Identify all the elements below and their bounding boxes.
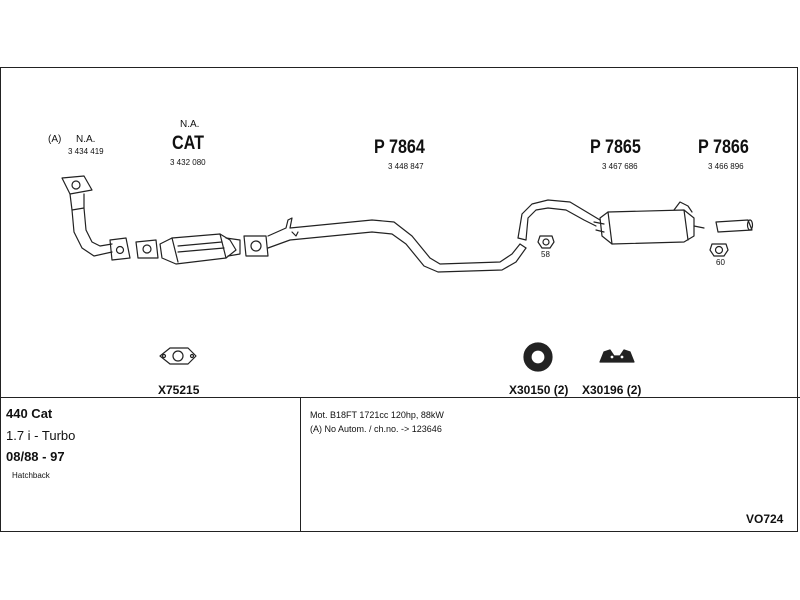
p7866-title: P 7866 — [698, 137, 749, 158]
cat-note: N.A. — [180, 119, 200, 130]
rubber-label: X30196 (2) — [582, 383, 642, 397]
diagram-sheet — [0, 67, 798, 532]
table-divider — [0, 397, 800, 398]
p7866-number: 3 466 896 — [708, 162, 744, 171]
gasket-x75215 — [159, 347, 197, 365]
p7864-number: 3 448 847 — [388, 162, 424, 171]
vehicle-model: 440 Cat — [6, 406, 53, 421]
vehicle-engine: 1.7 i - Turbo — [6, 428, 76, 443]
clamp-60-number: 60 — [716, 258, 725, 267]
p7865-title: P 7865 — [590, 137, 641, 158]
manifold-variant: (A) — [48, 134, 62, 145]
catalytic-converter — [159, 233, 241, 265]
rear-muffler — [593, 201, 705, 245]
vehicle-body: Hatchback — [12, 471, 50, 480]
ring-label: X30150 (2) — [509, 383, 569, 397]
p7864-title: P 7864 — [374, 137, 425, 158]
flange-gasket-1 — [135, 239, 159, 259]
intermediate-pipe — [517, 199, 601, 241]
cat-title: CAT — [172, 133, 204, 154]
middle-pipe — [267, 217, 527, 273]
column-divider — [300, 397, 301, 532]
flange-gasket-2 — [243, 235, 269, 257]
diagram-code: VO724 — [746, 512, 784, 526]
manifold-note: N.A. — [76, 134, 96, 145]
notes-line-1: Mot. B18FT 1721cc 120hp, 88kW — [310, 410, 444, 420]
gasket-label: X75215 — [158, 383, 200, 397]
clamp-60 — [709, 243, 729, 257]
cat-number: 3 432 080 — [170, 158, 206, 167]
p7865-number: 3 467 686 — [602, 162, 638, 171]
manifold-number: 3 434 419 — [68, 147, 104, 156]
clamp-58 — [537, 235, 555, 249]
clamp-58-number: 58 — [541, 250, 550, 259]
notes-line-2: (A) No Autom. / ch.no. -> 123646 — [310, 424, 442, 434]
tail-pipe — [715, 219, 754, 233]
rubber-x30196 — [599, 349, 635, 363]
manifold-pipe — [61, 175, 131, 261]
vehicle-years: 08/88 - 97 — [6, 449, 65, 464]
ring-x30150 — [523, 342, 553, 372]
